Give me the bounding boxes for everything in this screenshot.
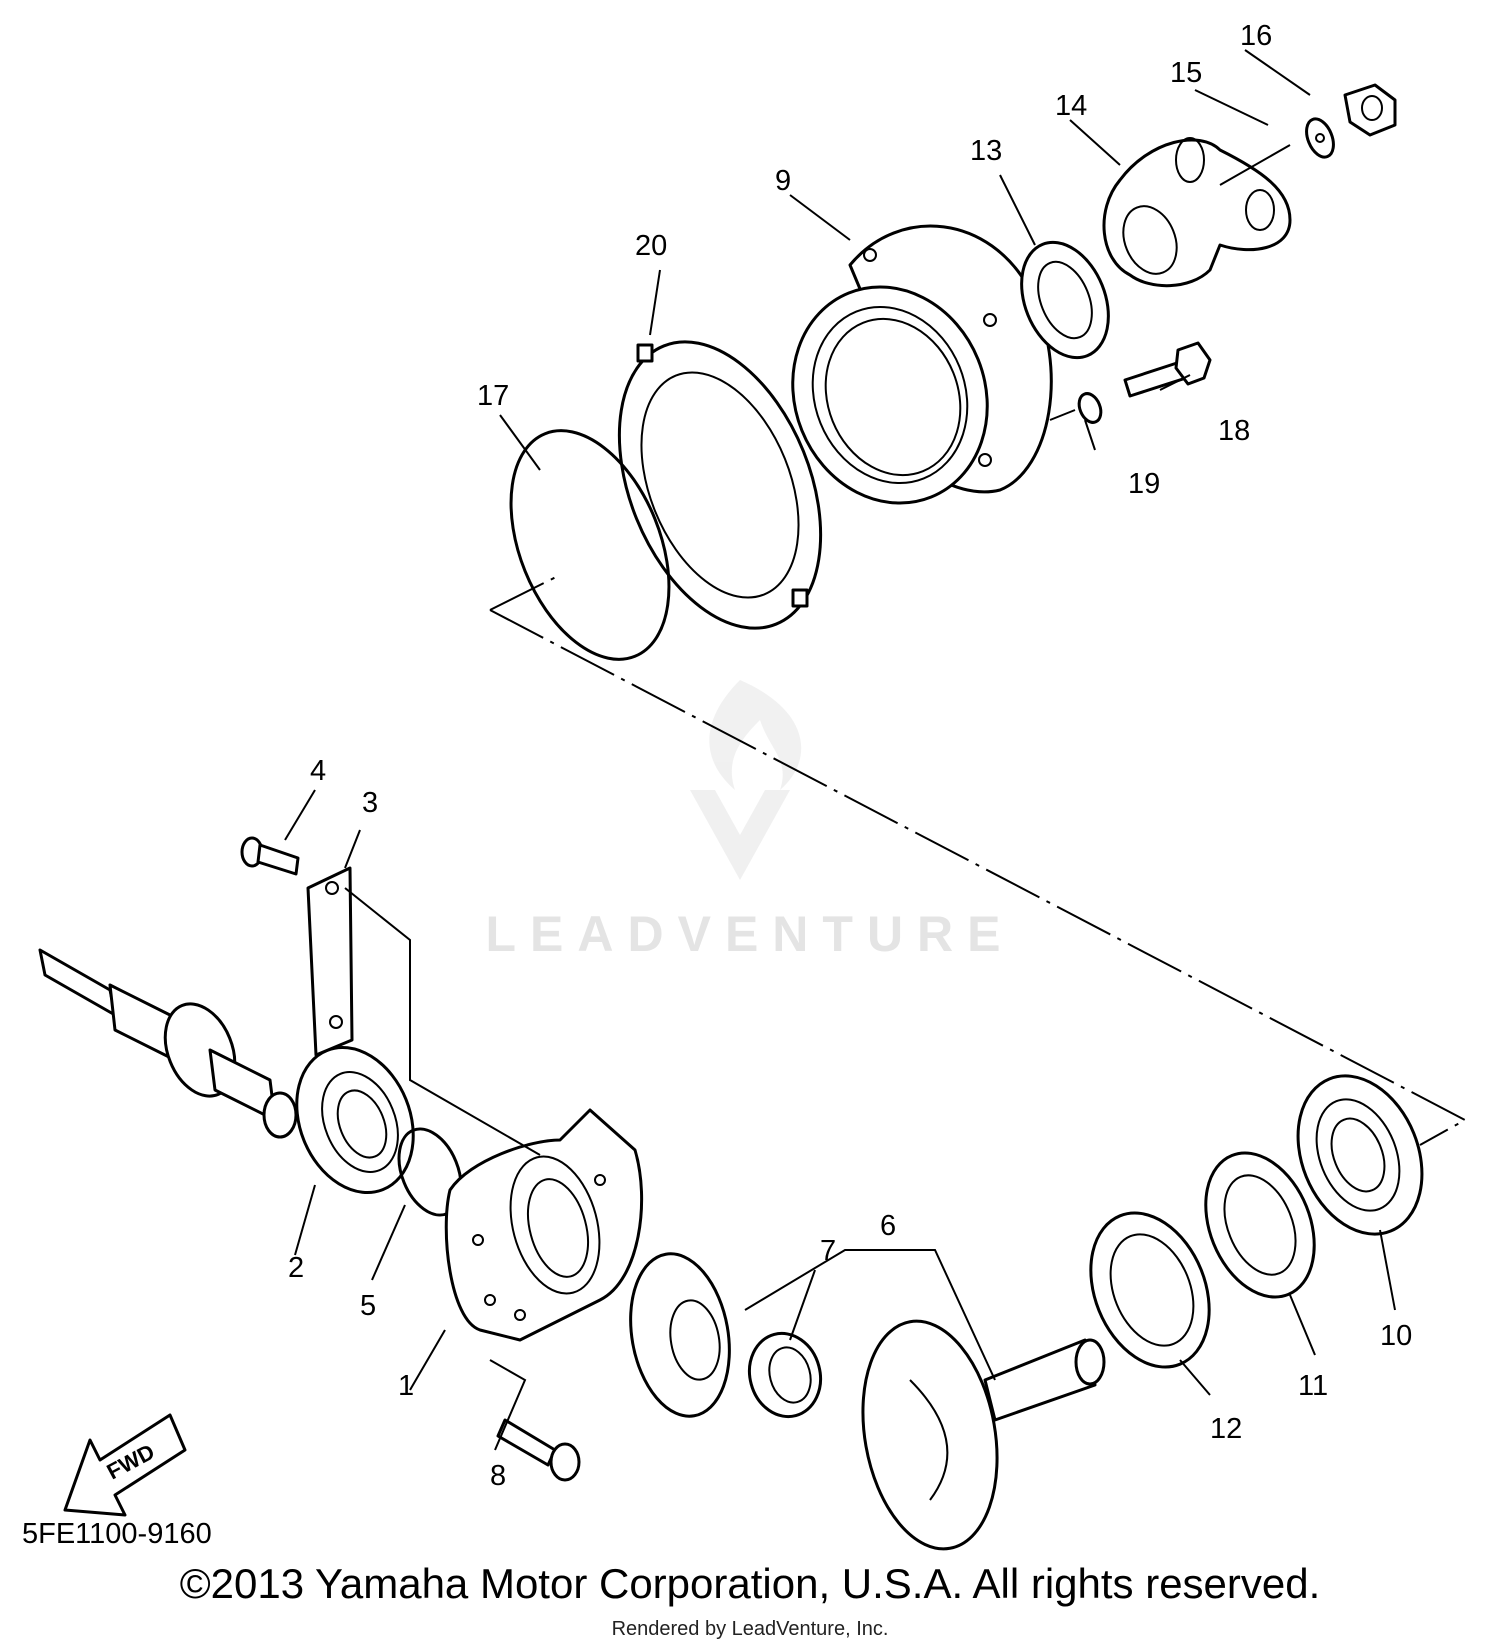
- copyright-notice: ©2013 Yamaha Motor Corporation, U.S.A. A…: [179, 1560, 1321, 1607]
- callout-12: 12: [1210, 1413, 1242, 1445]
- callout-3: 3: [362, 787, 378, 819]
- callout-2: 2: [288, 1252, 304, 1284]
- part-13-oil-seal: [1020, 240, 1110, 360]
- callout-15: 15: [1170, 57, 1202, 89]
- watermark-logo: [690, 680, 802, 880]
- callout-11: 11: [1298, 1370, 1328, 1402]
- assembly-centerline: [489, 574, 1468, 1146]
- callout-19: 19: [1128, 468, 1160, 500]
- fwd-arrow-icon: FWD: [63, 1413, 187, 1517]
- part-18-bolt: [1123, 341, 1212, 398]
- diagram-code: 5FE1100-9160: [22, 1518, 212, 1550]
- callout-1: 1: [398, 1370, 414, 1402]
- part-4-screw: [240, 836, 300, 876]
- leader-lines: [284, 49, 1396, 1451]
- callout-7: 7: [820, 1235, 836, 1267]
- part-1-bearing-housing: [444, 1108, 644, 1342]
- callout-labels: 1 2 3 4 5 6 7 8 9 10 11 12 13 14 15 16 1…: [288, 20, 1412, 1492]
- rendered-by-credit: Rendered by LeadVenture, Inc.: [611, 1618, 889, 1640]
- callout-14: 14: [1055, 90, 1087, 122]
- part-12-bearing: [1089, 1211, 1211, 1369]
- drive-shaft: [38, 948, 298, 1139]
- callout-10: 10: [1380, 1320, 1412, 1352]
- callout-4: 4: [310, 755, 326, 787]
- part-19-washer: [1077, 392, 1103, 424]
- part-6-gear-set: [629, 1252, 1106, 1551]
- callout-20: 20: [635, 230, 667, 262]
- part-16-nut: [1343, 83, 1397, 137]
- callout-16: 16: [1240, 20, 1272, 52]
- callout-9: 9: [775, 165, 791, 197]
- callout-18: 18: [1218, 415, 1250, 447]
- callout-13: 13: [970, 135, 1002, 167]
- callout-6: 6: [880, 1210, 896, 1242]
- callout-8: 8: [490, 1460, 506, 1492]
- part-11-ring-nut: [1204, 1151, 1316, 1299]
- part-15-washer: [1305, 117, 1335, 159]
- callout-5: 5: [360, 1290, 376, 1322]
- part-14-universal-joint-yoke: [1102, 137, 1292, 288]
- watermark-text: LEADVENTURE: [485, 906, 1015, 962]
- part-17-o-ring: [509, 429, 671, 661]
- part-20-lock-plate: [617, 340, 823, 630]
- part-7-nut: [747, 1331, 823, 1419]
- part-9-bearing-housing: [791, 224, 1053, 505]
- part-8-bolt: [496, 1418, 581, 1482]
- part-3-plate: [306, 866, 354, 1057]
- part-10-bearing: [1296, 1074, 1424, 1236]
- callout-17: 17: [477, 380, 509, 412]
